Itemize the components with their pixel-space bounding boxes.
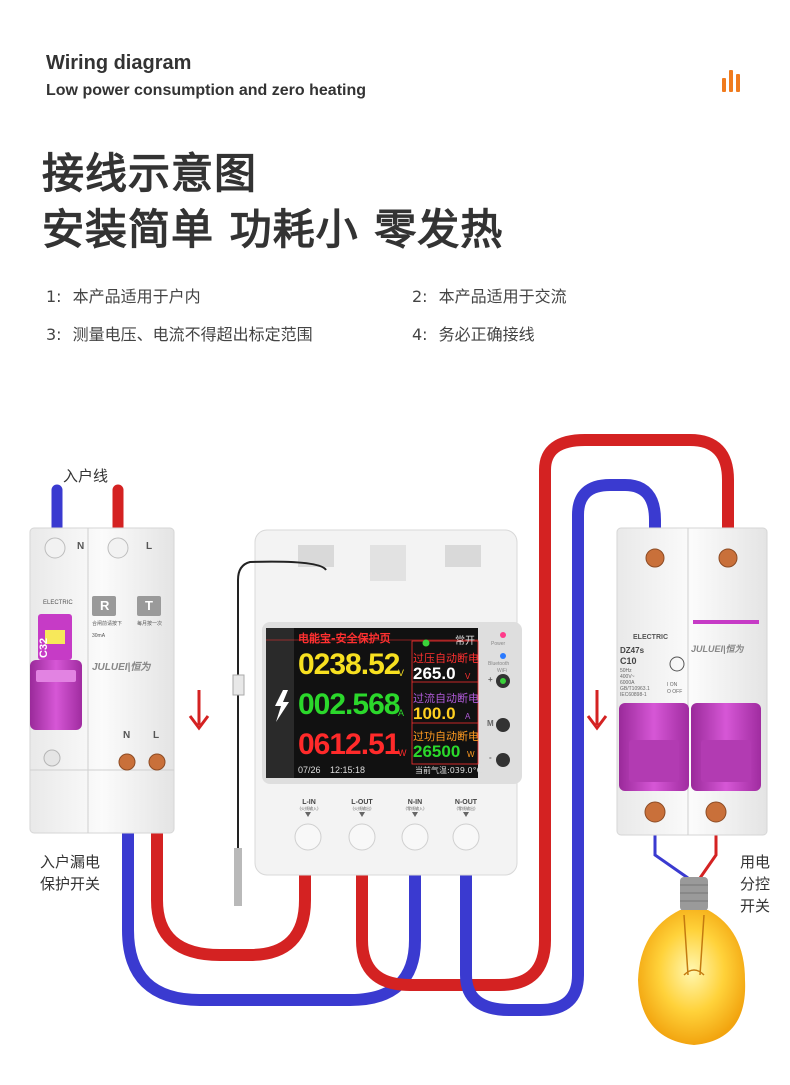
power-value: 0612.51 [298,728,400,761]
led-bluetooth-label: Bluetooth [488,661,510,667]
branch-breaker [616,527,768,836]
overvoltage-unit: V [465,672,471,681]
left-breaker-electric: ELECTRIC [43,600,73,606]
right-breaker-rating: C10 [620,656,637,666]
reset-button-label: R [100,598,110,613]
incoming-line-label: 入户线 [63,467,109,485]
branch-breaker-label: 用电 分控 开关 [740,853,771,915]
left-breaker-n-label: N [77,541,85,552]
led-power-label: Power [491,641,506,647]
screen-temperature: 当前气温:039.0°C [415,766,483,775]
neutral-wire-to-branch [460,479,661,1016]
note-2: 2: 本产品适用于交流 [412,287,567,306]
bulb-live-wire [698,835,718,879]
brand-bars-icon [722,70,746,94]
right-breaker-specs: 50Hz 400V~ 6000A GB/T10963.1 IEC60898-1 [620,668,650,698]
left-breaker-l-label: L [146,541,153,552]
right-breaker-model: DZ47s [620,646,645,655]
overcurrent-label: 过流自动断电 [413,692,479,705]
terminal-l-out: L-OUT (火线输出) [351,799,373,811]
left-breaker-text2: 每月按一次 [137,621,163,627]
neutral-wire-to-meter [122,760,421,1006]
overcurrent-unit: A [465,712,471,721]
energy-meter [254,529,522,876]
screen-status: 常开 [455,636,475,647]
note-4: 4: 务必正确接线 [412,325,535,344]
current-unit: A [398,708,405,718]
note-1: 1: 本产品适用于户内 [46,287,201,306]
current-value: 002.568 [298,688,400,721]
voltage-unit: V [398,668,405,678]
voltage-value: 0238.52 [298,648,400,681]
overvoltage-value: 265.0 [413,664,456,683]
bulb-neutral-wire [653,835,689,880]
screen-date: 07/26 [298,765,321,775]
chinese-subtitle: 安装简单 功耗小 零发热 [42,205,504,254]
overcurrent-value: 100.0 [413,704,456,723]
led-wifi-label: WiFi [497,668,507,674]
left-breaker-l-bottom: L [153,730,160,741]
note-3: 3: 测量电压、电流不得超出标定范围 [46,325,313,344]
probe-connector [232,674,245,696]
overpower-unit: W [467,750,475,759]
chinese-title: 接线示意图 [42,149,258,198]
probe-cable [237,560,327,900]
temperature-probe [234,848,242,906]
live-wire-to-meter [151,760,311,961]
power-unit: W [398,748,407,758]
leakage-breaker-label: 入户漏电 保护开关 [40,853,101,893]
left-breaker-brand: JULUEI|恒为 [92,662,151,673]
screen-time: 12:15:18 [330,765,366,775]
leakage-breaker [29,527,175,834]
left-breaker-text1: 合闸前请按下 [92,621,123,627]
left-breaker-model: C32 [38,637,50,658]
overpower-label: 过功自动断电 [413,730,479,743]
minus-button[interactable]: - [489,753,492,762]
english-subtitle: Low power consumption and zero heating [46,82,367,99]
left-breaker-spec: 30mA [92,633,106,639]
test-button-label: T [145,598,153,613]
plus-button[interactable]: + [488,675,493,684]
light-bulb-icon [638,877,746,1045]
right-breaker-on-off: I ON O OFF [667,682,683,695]
mode-button[interactable]: M [487,719,494,728]
terminal-l-in: L-IN (火线输入) [299,799,319,811]
arrow-down-left-icon [188,690,210,731]
arrow-down-right-icon [586,690,608,731]
english-title: Wiring diagram [46,52,192,74]
left-breaker-n-bottom: N [123,730,131,741]
overvoltage-label: 过压自动断电 [413,652,479,665]
overpower-value: 26500 [413,742,461,761]
screen-title: 电能宝-安全保护页 [298,632,391,645]
terminal-n-in: N-IN (零线输入) [405,799,425,811]
right-breaker-electric: ELECTRIC [633,634,668,641]
terminal-n-out: N-OUT (零线输出) [454,799,478,811]
right-breaker-brand: JULUEI|恒为 [691,644,744,654]
live-wire-to-branch [356,434,734,991]
